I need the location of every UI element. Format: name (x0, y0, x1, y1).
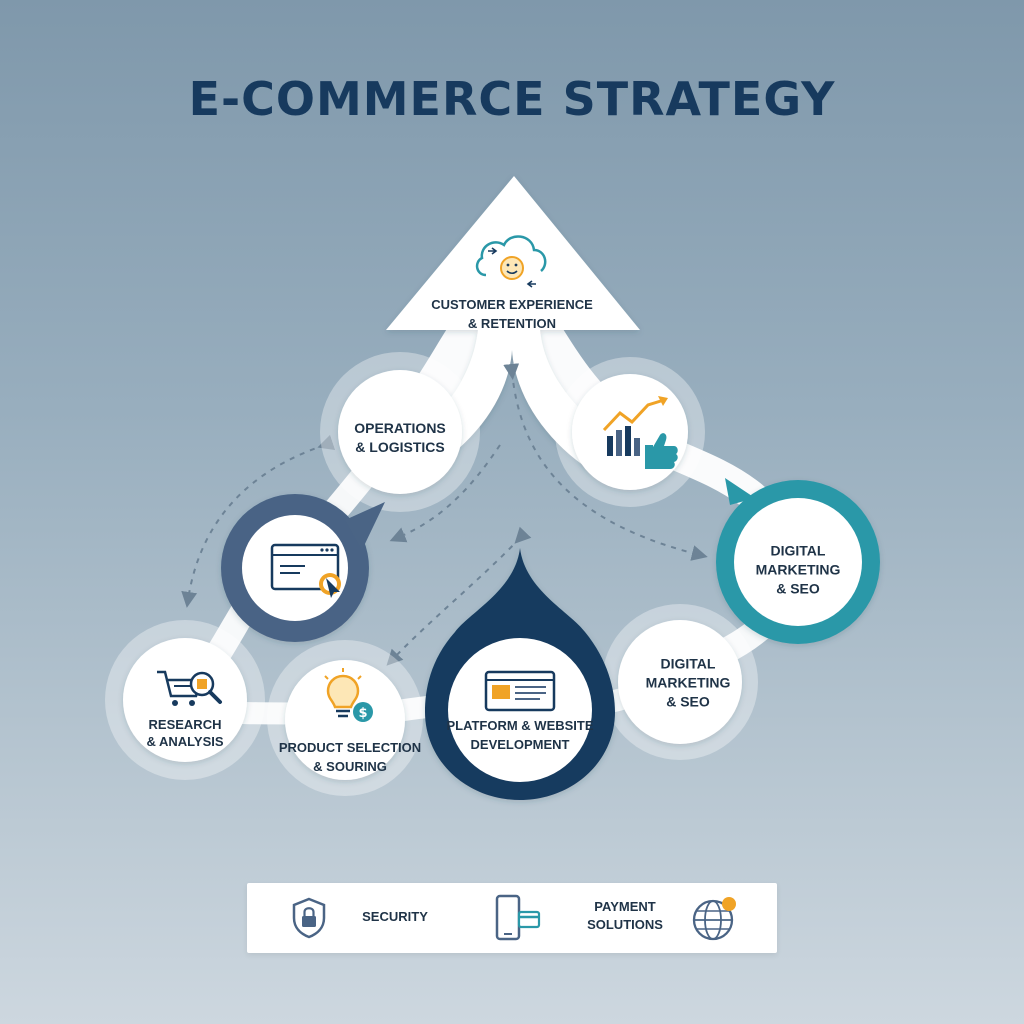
shield-lock-icon (292, 897, 326, 939)
page-title: E-COMMERCE STRATEGY (188, 72, 836, 126)
security-label: SECURITY (362, 909, 428, 924)
customer-experience-label: Customer Experience & Retention (431, 297, 593, 331)
flow-arrows (181, 363, 708, 666)
web-page-icon (484, 670, 556, 712)
node-marketing-bottom[interactable] (618, 620, 742, 744)
growth-chart-thumbs-up-icon (602, 396, 678, 469)
operations-label: Operations & Logistics (354, 420, 446, 455)
node-operations[interactable] (338, 370, 462, 494)
marketing-top-label: Digital Marketing & SEO (755, 542, 841, 597)
platform-label: Platform & Website Development (446, 718, 594, 752)
cart-search-icon (157, 670, 222, 706)
research-label: Research & Analysis (146, 717, 224, 749)
globe-icon (692, 897, 736, 941)
node-marketing-top-face (734, 498, 862, 626)
product-selection-label: Product Selection & Souring (278, 740, 422, 774)
phone-card-icon (495, 894, 541, 941)
node-research[interactable] (123, 638, 247, 762)
svg-text:$: $ (358, 706, 367, 721)
marketing-node-tail (725, 478, 755, 505)
cloud-smile-icon (475, 235, 547, 288)
customer-experience-arrow (386, 176, 640, 470)
node-product-selection[interactable] (285, 660, 405, 780)
lightbulb-dollar-icon: $ (324, 668, 373, 722)
browser-node-tail (345, 502, 385, 550)
payment-label: PAYMENT SOLUTIONS (587, 899, 663, 932)
marketing-bottom-label: Digital Marketing & SEO (645, 655, 731, 710)
footer-bar: SECURITY PAYMENT SOLUTIONS (247, 883, 777, 953)
node-browser-face (242, 515, 348, 621)
browser-click-icon (270, 543, 341, 598)
